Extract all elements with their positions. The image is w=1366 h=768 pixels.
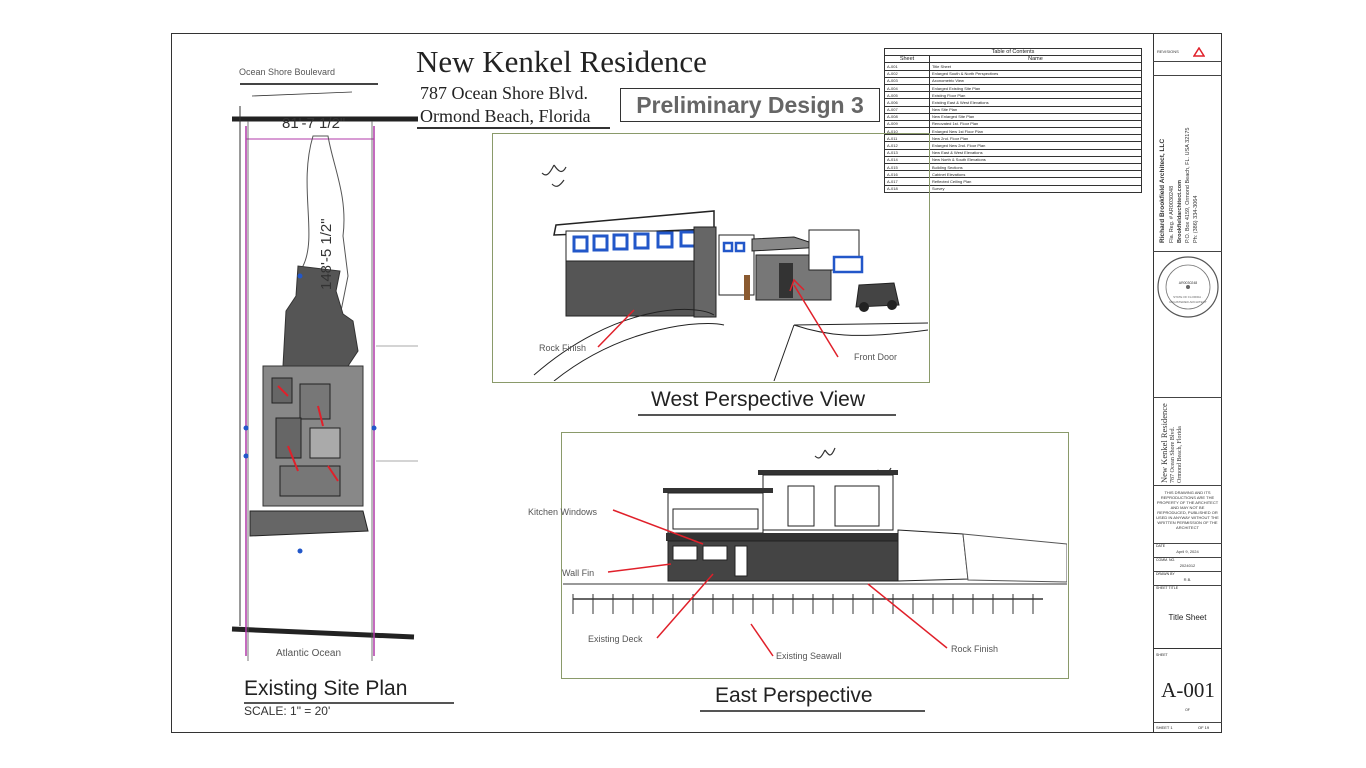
callout-wall-fin: Wall Fin xyxy=(562,568,595,578)
project-name-vertical: New Kenkel Residence xyxy=(1159,403,1169,483)
drawn-by-label: DRAWN BY xyxy=(1156,572,1175,576)
callout-existing-deck: Existing Deck xyxy=(588,634,643,644)
project-address-vertical-1: 787 Ocean Shore Blvd. xyxy=(1170,427,1176,483)
architect-seal-icon xyxy=(1157,256,1219,318)
project-address-vertical-2: Ormond Beach, Florida xyxy=(1177,426,1183,483)
toc-sheet-number: A-009 xyxy=(884,119,930,129)
toc-sheet-number: A-005 xyxy=(884,91,930,100)
comm-value: 2024012 xyxy=(1179,563,1196,568)
street-label: Ocean Shore Boulevard xyxy=(239,67,336,77)
date-label: DATE xyxy=(1156,544,1166,548)
revisions-label: REVISIONS xyxy=(1157,49,1179,54)
toc-sheet-number: A-007 xyxy=(884,105,930,114)
callout-rock-finish-east: Rock Finish xyxy=(951,644,999,654)
project-title: New Kenkel Residence xyxy=(416,44,707,79)
toc-sheet-name: Axonometric View xyxy=(929,76,1142,85)
site-width-dimension: 81'-7 1/2" xyxy=(282,115,346,132)
copyright-notice: THIS DRAWING AND ITS REPRODUCTIONS ARE T… xyxy=(1156,490,1219,530)
toc-sheet-name: Enlarged Existing Site Plan xyxy=(929,83,1142,93)
toc-sheet-name: Enlarged South & North Perspectives xyxy=(929,69,1142,78)
toc-sheet-name: Reflected Ceiling Plan xyxy=(929,177,1142,186)
firm-line-1: Fla. Reg. # AR0030248 xyxy=(1169,185,1175,243)
toc-sheet-name: New Enlarged Site Plan xyxy=(929,112,1142,121)
sheet-number: A-001 xyxy=(1161,678,1215,702)
site-plan-drawing xyxy=(231,83,418,661)
west-view-caption: West Perspective View xyxy=(651,388,865,411)
toc-col-name: Name xyxy=(929,55,1142,64)
toc-sheet-number: A-008 xyxy=(884,112,930,121)
toc-title: Table of Contents xyxy=(884,47,1142,57)
toc-sheet-name: New 2nd. Floor Plan xyxy=(929,134,1142,143)
callout-front-door: Front Door xyxy=(854,352,898,362)
firm-name: Richard Brookfield Architect, LLC xyxy=(1159,138,1166,243)
of-label: OF xyxy=(1185,708,1190,712)
title-underline xyxy=(417,127,610,129)
toc-sheet-name: New East & West Elevations xyxy=(929,148,1142,157)
toc-sheet-name: Survey xyxy=(929,184,1142,193)
sheet-title-label: SHEET TITLE xyxy=(1156,586,1179,590)
toc-sheet-name: Enlarged New 1st Floor Plan xyxy=(929,127,1142,136)
toc-sheet-name: Existing East & West Elevations xyxy=(929,98,1142,107)
date-value: April 9, 2024 xyxy=(1176,549,1199,554)
west-perspective-drawing xyxy=(533,164,928,381)
comm-label: COMM. NO. xyxy=(1156,558,1176,562)
toc-sheet-number: A-001 xyxy=(884,62,930,71)
east-view-frame xyxy=(561,432,1069,679)
ocean-label: Atlantic Ocean xyxy=(276,648,342,659)
callout-kitchen-windows: Kitchen Windows xyxy=(528,507,598,517)
east-view-caption-line xyxy=(700,710,925,712)
toc-sheet-number: A-004 xyxy=(884,83,930,93)
site-plan-caption-line xyxy=(244,702,454,704)
toc-sheet-name: New Site Plan xyxy=(929,105,1142,114)
site-plan-caption: Existing Site Plan xyxy=(244,677,408,700)
callout-rock-finish-west: Rock Finish xyxy=(539,343,587,353)
toc-sheet-number: A-002 xyxy=(884,69,930,78)
toc-sheet-name: Existing Floor Plan xyxy=(929,91,1142,100)
drawn-by-value: R.B. xyxy=(1183,577,1192,582)
west-view-frame xyxy=(492,133,930,383)
seal-center-text: AR0030248 xyxy=(1178,281,1198,285)
toc-sheet-name: New North & South Elevations xyxy=(929,155,1142,165)
sheet-count-left: SHEET 1 xyxy=(1156,725,1173,730)
design-label: Preliminary Design 3 xyxy=(620,88,880,122)
toc-sheet-name: Title Sheet xyxy=(929,62,1142,71)
sheet-title: Title Sheet xyxy=(1168,613,1207,622)
callout-existing-seawall: Existing Seawall xyxy=(776,651,842,661)
site-depth-dimension: 148'-5 1/2" xyxy=(318,218,335,290)
west-view-caption-line xyxy=(638,414,896,416)
project-address-line2: Ormond Beach, Florida xyxy=(420,106,591,126)
toc-sheet-number: A-003 xyxy=(884,76,930,85)
firm-line-2: Brookfieldarchitect.com xyxy=(1177,180,1183,243)
seal-ring-text: STATE OF FLORIDA · REGISTERED ARCHITECT xyxy=(1169,295,1207,304)
toc-sheet-number: A-006 xyxy=(884,98,930,107)
project-address-line1: 787 Ocean Shore Blvd. xyxy=(420,83,588,103)
toc-sheet-name: Enlarged New 2nd. Floor Plan xyxy=(929,141,1142,150)
east-view-caption: East Perspective xyxy=(715,684,873,707)
revision-triangle-icon xyxy=(1193,47,1205,57)
toc-sheet-name: Renovated 1st. Floor Plan xyxy=(929,119,1142,129)
title-block: REVISIONS Richard Brookfield Architect, … xyxy=(1153,33,1222,733)
toc-sheet-name: Cabinet Elevations xyxy=(929,170,1142,179)
firm-line-3: P.O. Box 4159, Ormond Beach, FL. USA 321… xyxy=(1185,127,1191,243)
site-plan-scale: SCALE: 1" = 20' xyxy=(244,704,331,718)
east-perspective-drawing xyxy=(563,447,1067,657)
sheet-label: SHEET xyxy=(1156,653,1168,657)
sheet-count-right: OF 19 xyxy=(1198,725,1210,730)
toc-col-sheet: Sheet xyxy=(884,55,930,64)
toc-sheet-name: Building Sections xyxy=(929,162,1142,172)
firm-line-4: Ph: (386) 334-3064 xyxy=(1193,195,1199,243)
